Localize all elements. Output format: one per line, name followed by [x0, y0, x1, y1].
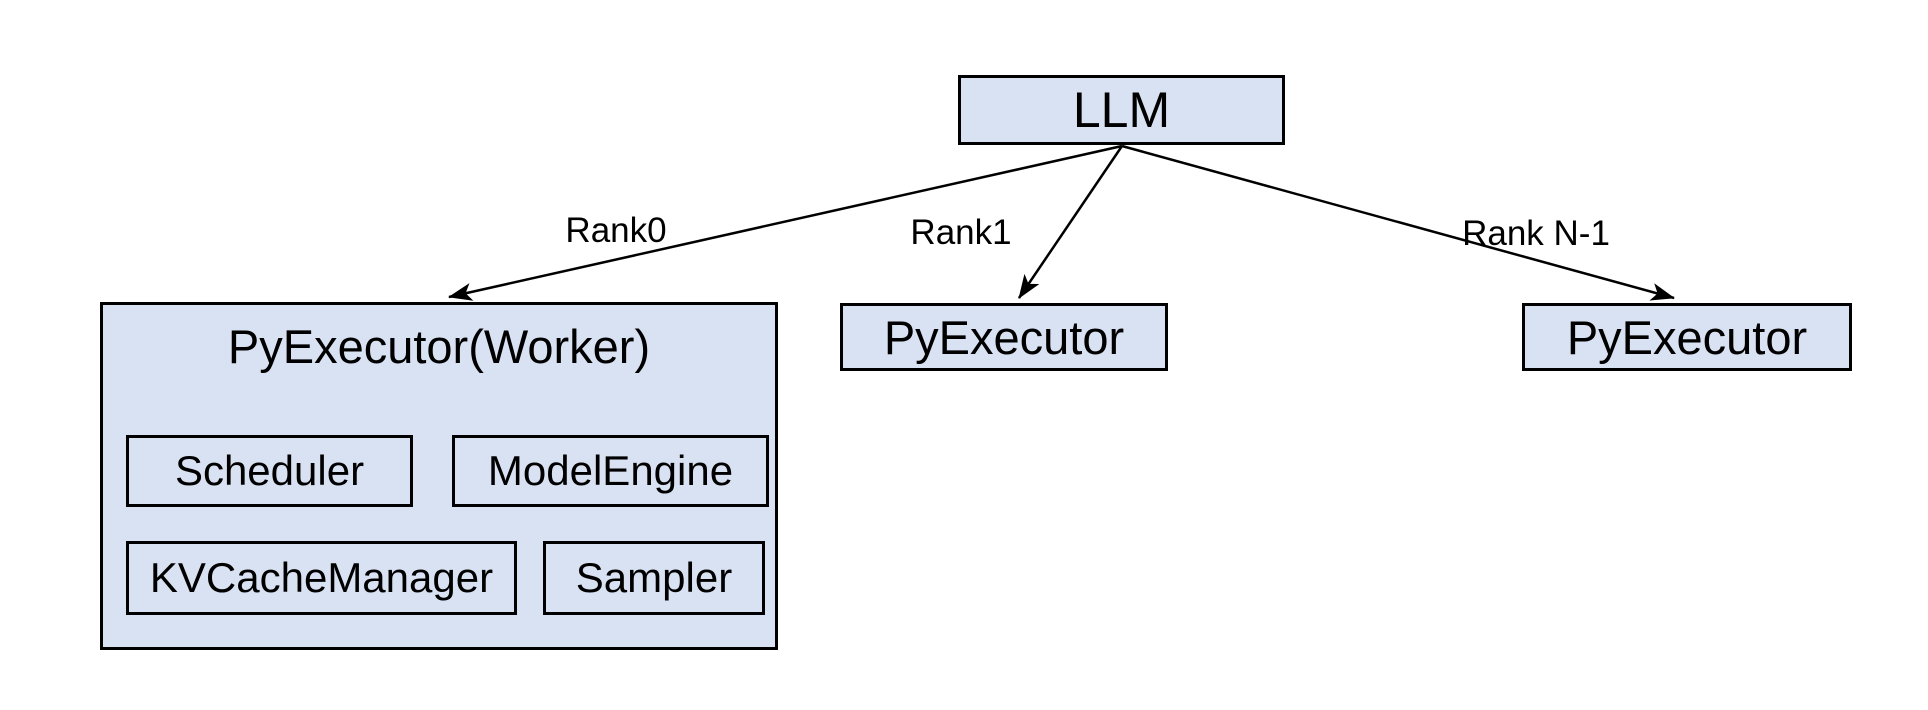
pyexecutor-worker-title: PyExecutor(Worker): [227, 320, 651, 373]
component-sampler: Sampler: [543, 541, 765, 615]
sampler-label: Sampler: [575, 554, 733, 601]
llm-label: LLM: [1072, 82, 1171, 138]
kvcachemanager-label: KVCacheManager: [149, 554, 494, 601]
scheduler-label: Scheduler: [174, 447, 365, 494]
modelengine-label: ModelEngine: [487, 447, 734, 494]
pyexecutor-rank-n-1-label: PyExecutor: [1566, 310, 1808, 364]
pyexecutor-worker-node: PyExecutor(Worker) Scheduler ModelEngine…: [100, 302, 778, 650]
edge-label-rank-n-1: Rank N-1: [1462, 214, 1610, 253]
edge-label-rank1: Rank1: [910, 213, 1012, 252]
llm-node: LLM: [958, 75, 1285, 145]
pyexecutor-rank-n-1-node: PyExecutor: [1522, 303, 1852, 371]
pyexecutor-rank1-node: PyExecutor: [840, 303, 1168, 371]
component-scheduler: Scheduler: [126, 435, 413, 507]
pyexecutor-rank1-label: PyExecutor: [883, 310, 1125, 364]
component-modelengine: ModelEngine: [452, 435, 769, 507]
component-kvcachemanager: KVCacheManager: [126, 541, 517, 615]
arrow-rank0: [448, 144, 1123, 301]
arrow-rank1: [1017, 145, 1124, 299]
edge-label-rank0: Rank0: [565, 211, 667, 250]
